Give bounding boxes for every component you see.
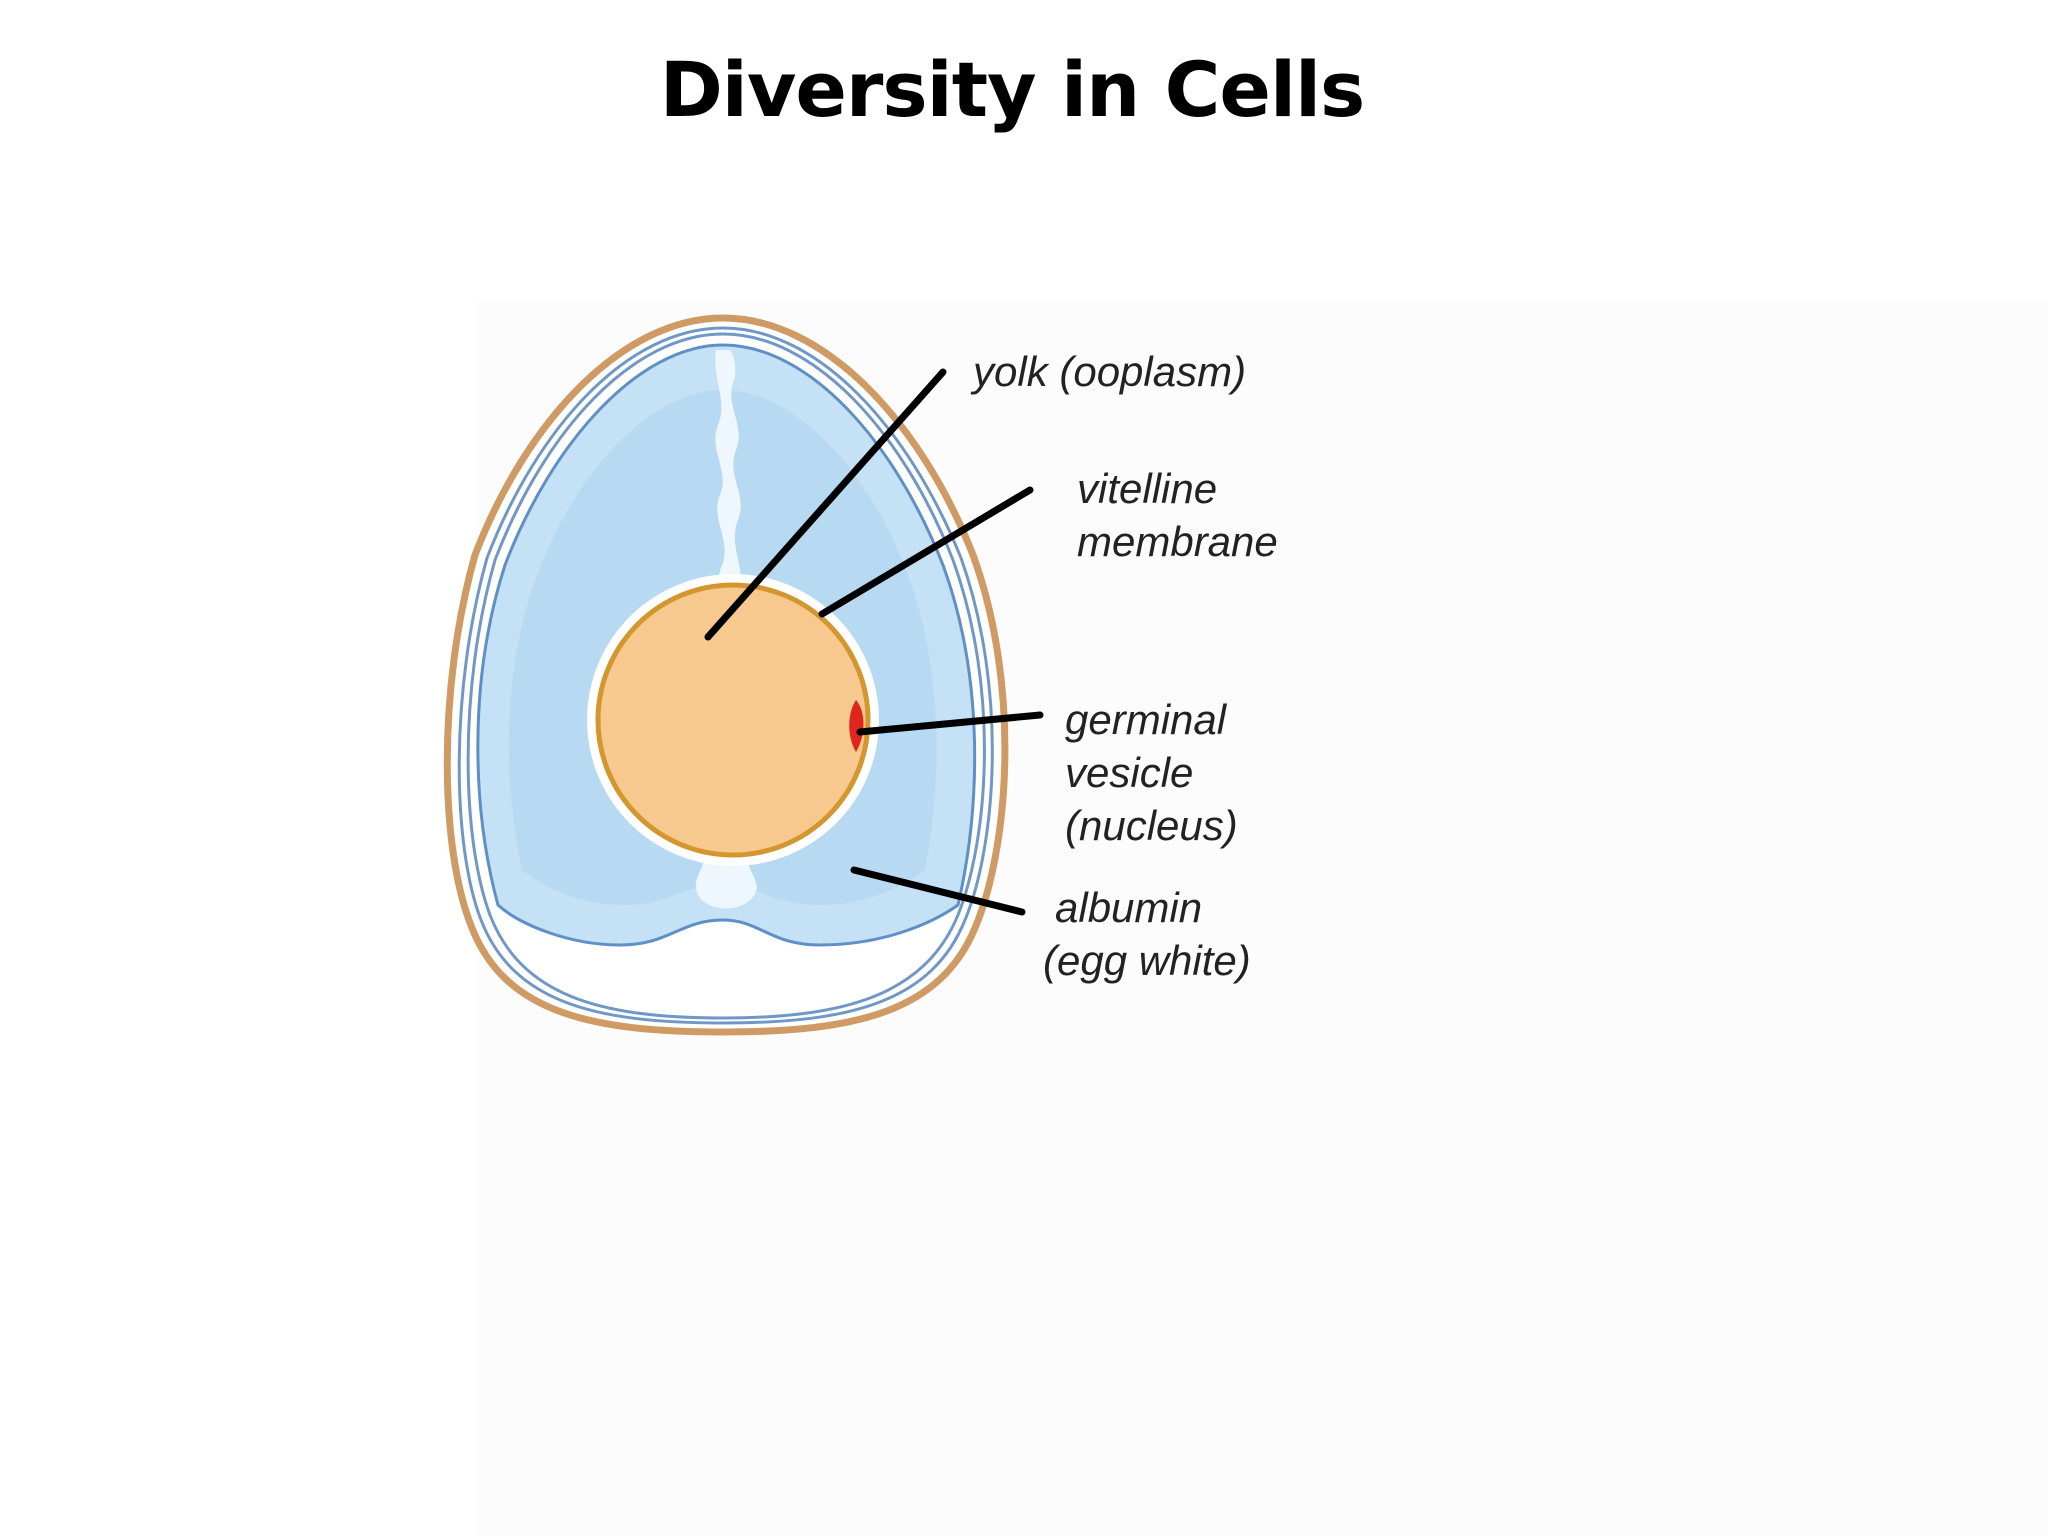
chalaza-top	[715, 350, 741, 594]
yolk	[595, 582, 871, 858]
label-germinal-line1: germinal	[1065, 696, 1228, 743]
leader-vitelline	[818, 486, 1034, 618]
leader-albumin	[850, 866, 1026, 916]
label-germinal-line3: (nucleus)	[1065, 802, 1238, 849]
leader-germinal	[856, 711, 1044, 736]
leader-yolk	[704, 368, 947, 641]
label-albumin-line1: albumin	[1055, 884, 1202, 931]
label-vitelline-line1: vitelline	[1077, 465, 1217, 512]
slide-title: Diversity in Cells	[659, 45, 1366, 134]
label-vitelline-line2: membrane	[1077, 518, 1278, 565]
label-yolk: yolk (ooplasm)	[970, 348, 1246, 395]
label-germinal-line2: vesicle	[1065, 749, 1193, 796]
chalaza-bottom	[695, 858, 757, 909]
shell-membrane-outer	[457, 326, 994, 1025]
germinal-vesicle	[849, 700, 864, 752]
label-albumin-line2: (egg white)	[1043, 937, 1251, 984]
